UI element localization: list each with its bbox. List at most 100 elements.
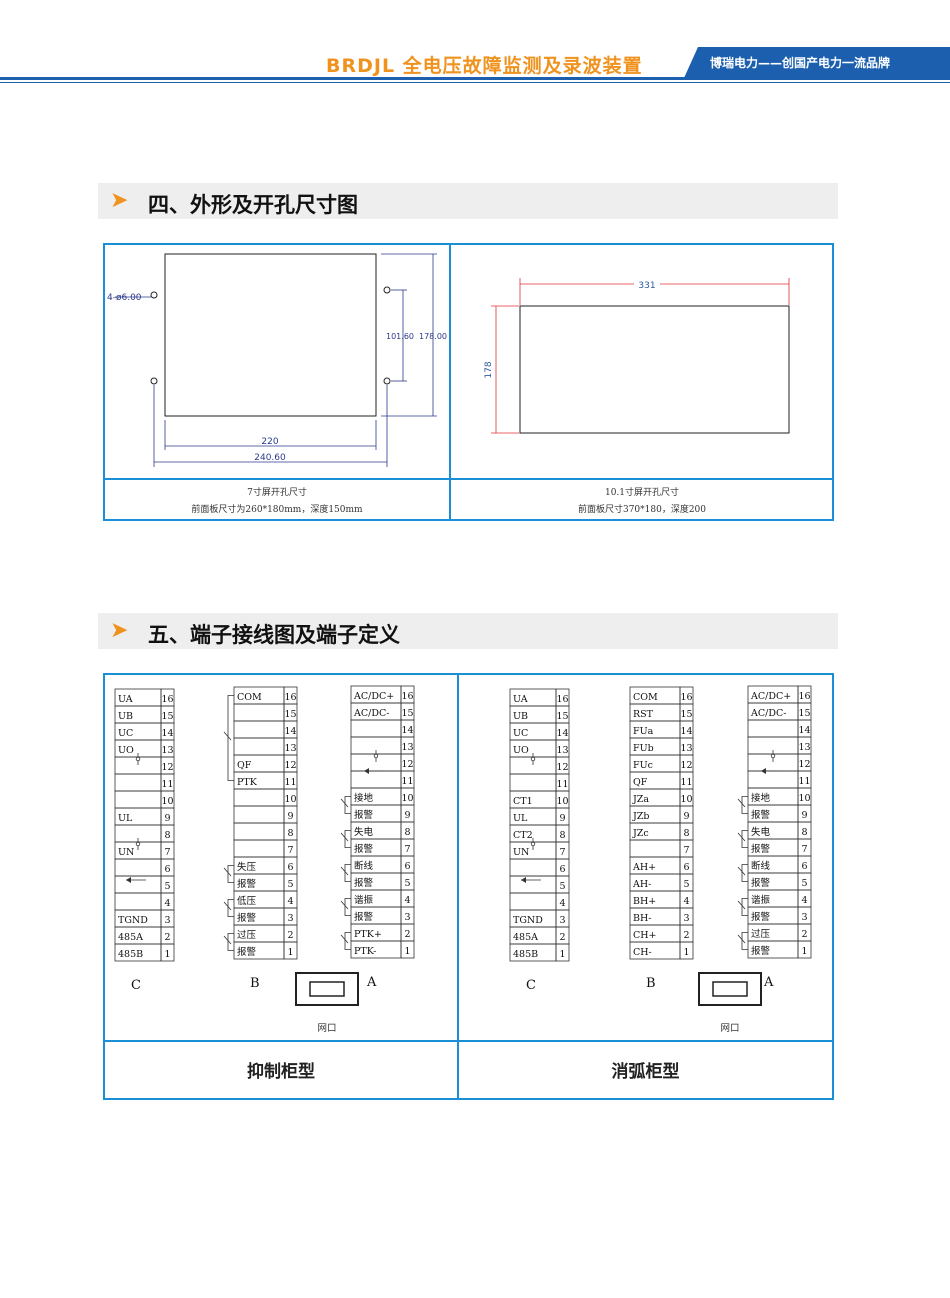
terminal-label: UB [118,711,133,722]
terminal-number: 10 [798,793,810,804]
terminal-number: 3 [683,913,689,924]
terminal-label: UN [118,847,134,858]
contact-switch-icon [223,901,232,911]
terminal-label: AC/DC+ [750,691,791,702]
terminal-label: UL [513,813,528,824]
terminal-number-cell [160,943,175,962]
dim-height: 178 [484,361,494,378]
contact-bracket [741,898,748,916]
terminal-number: 9 [404,810,410,821]
dim-total-width: 240.60 [254,453,286,463]
contact-bracket [227,933,234,951]
terminal-label: 485A [118,932,143,943]
contact-bracket [344,864,351,882]
terminal-label: 失电 [751,826,771,838]
terminal-label-cell [233,839,285,858]
caption-10inch-title: 10.1寸屏开孔尺寸 [604,488,680,498]
terminal-number: 8 [559,830,565,841]
terminal-number: 7 [559,847,565,858]
terminal-label: AH+ [632,862,656,873]
terminal-number: 6 [683,862,689,873]
terminal-label-cell [114,858,162,877]
frame-divider [449,243,451,521]
terminal-number: 2 [559,932,565,943]
terminal-number: 14 [401,725,413,736]
cutout-outline [519,305,790,434]
terminal-number: 16 [401,691,413,702]
caption-10inch-detail: 前面板尺寸370*180，深度200 [577,505,707,515]
terminal-block-letter: C [526,978,536,993]
terminal-number: 10 [401,793,413,804]
terminal-label: 报警 [354,843,374,855]
terminal-number: 7 [287,845,293,856]
caption-7inch-title: 7寸屏开孔尺寸 [247,488,307,498]
terminal-label: AC/DC- [750,708,786,719]
frame-divider [457,673,459,1100]
terminal-number: 5 [559,881,565,892]
terminal-label-cell [747,770,799,789]
terminal-number: 8 [164,830,170,841]
switch-node [530,841,536,847]
terminal-number: 14 [161,728,173,739]
terminal-label-cell [509,875,557,894]
terminal-number: 1 [164,949,170,960]
terminal-label: PTK- [354,946,376,957]
terminal-number: 4 [287,896,293,907]
contact-switch-icon [223,731,232,741]
terminal-number: 14 [680,726,692,737]
terminal-number: 2 [164,932,170,943]
dim-width: 220 [261,437,278,447]
terminal-number: 5 [801,878,807,889]
contact-switch-icon [340,798,349,808]
terminal-label: CH- [633,947,652,958]
terminal-label-cell [747,719,799,738]
terminal-label-cell [233,703,285,722]
terminal-number: 6 [559,864,565,875]
terminal-number: 16 [284,692,296,703]
terminal-label: JZb [632,811,650,822]
terminal-number: 11 [680,777,692,788]
terminal-label: JZc [632,828,649,839]
terminal-number: 3 [287,913,293,924]
terminal-label-cell [629,839,681,858]
caption-divider [103,478,834,480]
terminal-number-cell [283,941,298,960]
terminal-number: 12 [556,762,568,773]
terminal-label: 谐振 [751,894,771,906]
terminal-number: 3 [559,915,565,926]
terminal-label: RST [633,709,654,720]
arrow-head [761,768,766,774]
terminal-label: AC/DC+ [353,691,394,702]
terminal-number: 7 [801,844,807,855]
terminal-label: TGND [513,915,543,926]
terminal-label: QF [237,760,252,771]
terminal-label: 报警 [354,877,374,889]
terminal-diagram-frame [103,673,834,1100]
terminal-number: 6 [164,864,170,875]
terminal-block-letter: C [131,978,141,993]
terminal-label: 报警 [751,877,771,889]
terminal-number: 15 [161,711,173,722]
contact-switch-icon [340,832,349,842]
terminal-label: 过压 [751,928,771,940]
terminal-number: 4 [164,898,170,909]
terminal-number: 8 [801,827,807,838]
terminal-label: 485B [118,949,143,960]
contact-switch-icon [340,934,349,944]
terminal-label-cell [509,858,557,877]
terminal-number: 11 [401,776,413,787]
contact-switch-icon [737,934,746,944]
terminal-label: TGND [118,915,148,926]
terminal-label-cell [509,773,557,792]
terminal-number: 15 [284,709,296,720]
contact-switch-icon [737,866,746,876]
terminal-number: 5 [164,881,170,892]
contact-switch-icon [223,867,232,877]
arrow-right-icon: ➤ [110,188,129,213]
terminal-label: 485A [513,932,538,943]
terminal-label: 断线 [751,860,771,872]
terminal-number: 12 [401,759,413,770]
contact-switch-icon [340,900,349,910]
